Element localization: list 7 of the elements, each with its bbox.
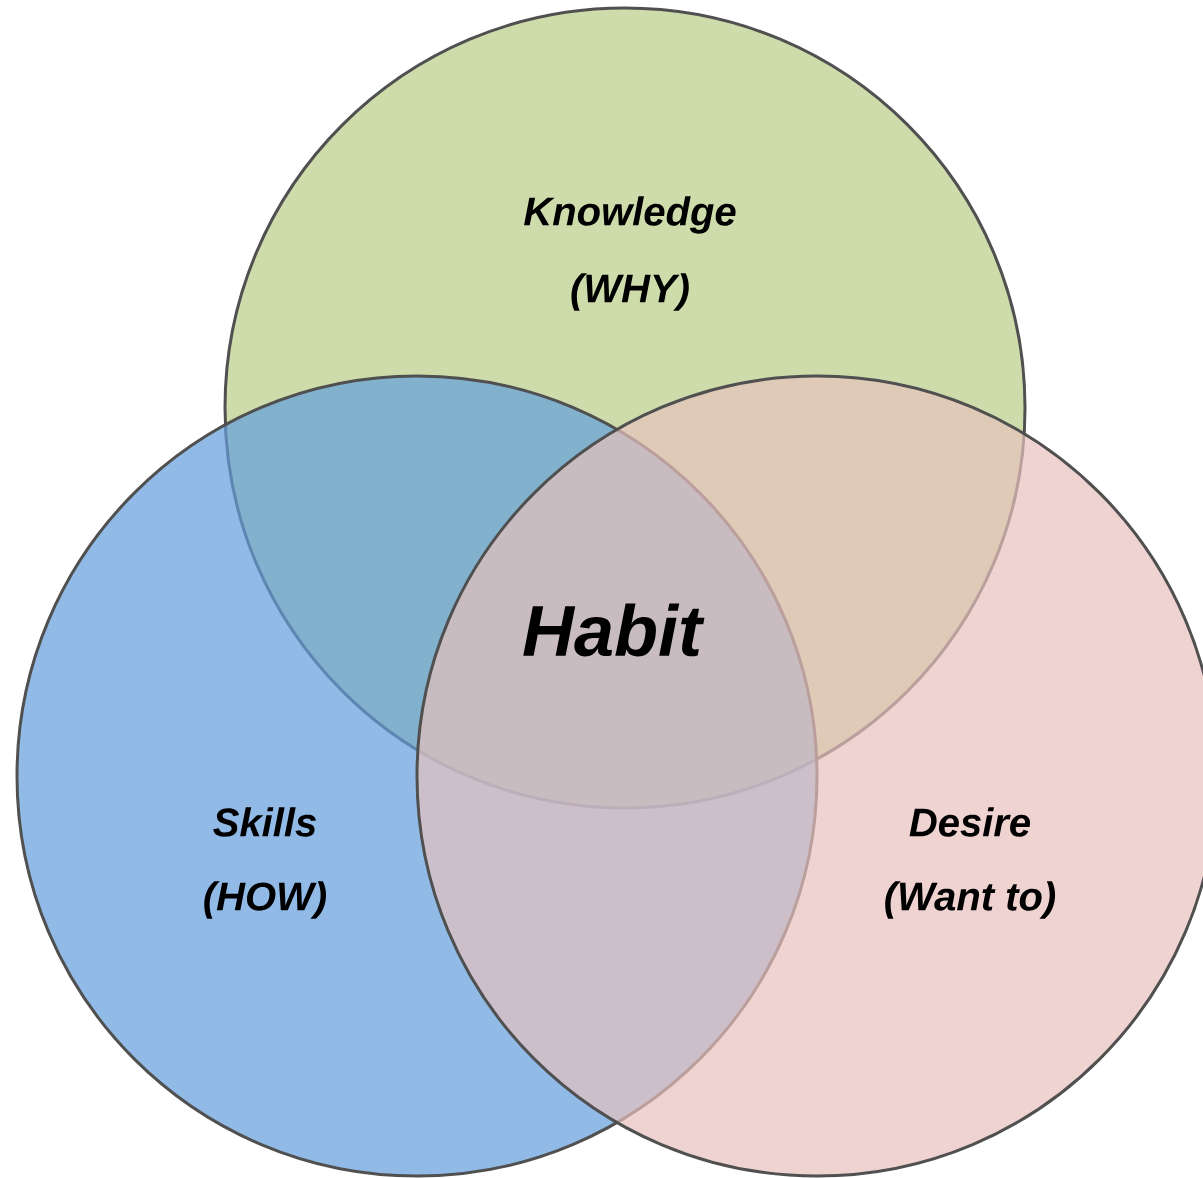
circle-label: (HOW) (204, 881, 327, 919)
circle-label: (WHY) (571, 273, 689, 311)
circle-label: Desire (909, 807, 1030, 837)
center-label: Habit (523, 603, 705, 657)
circle-label: (Want to) (885, 881, 1056, 919)
circle-label: Knowledge (524, 196, 736, 234)
circle-label: Skills (213, 807, 316, 837)
